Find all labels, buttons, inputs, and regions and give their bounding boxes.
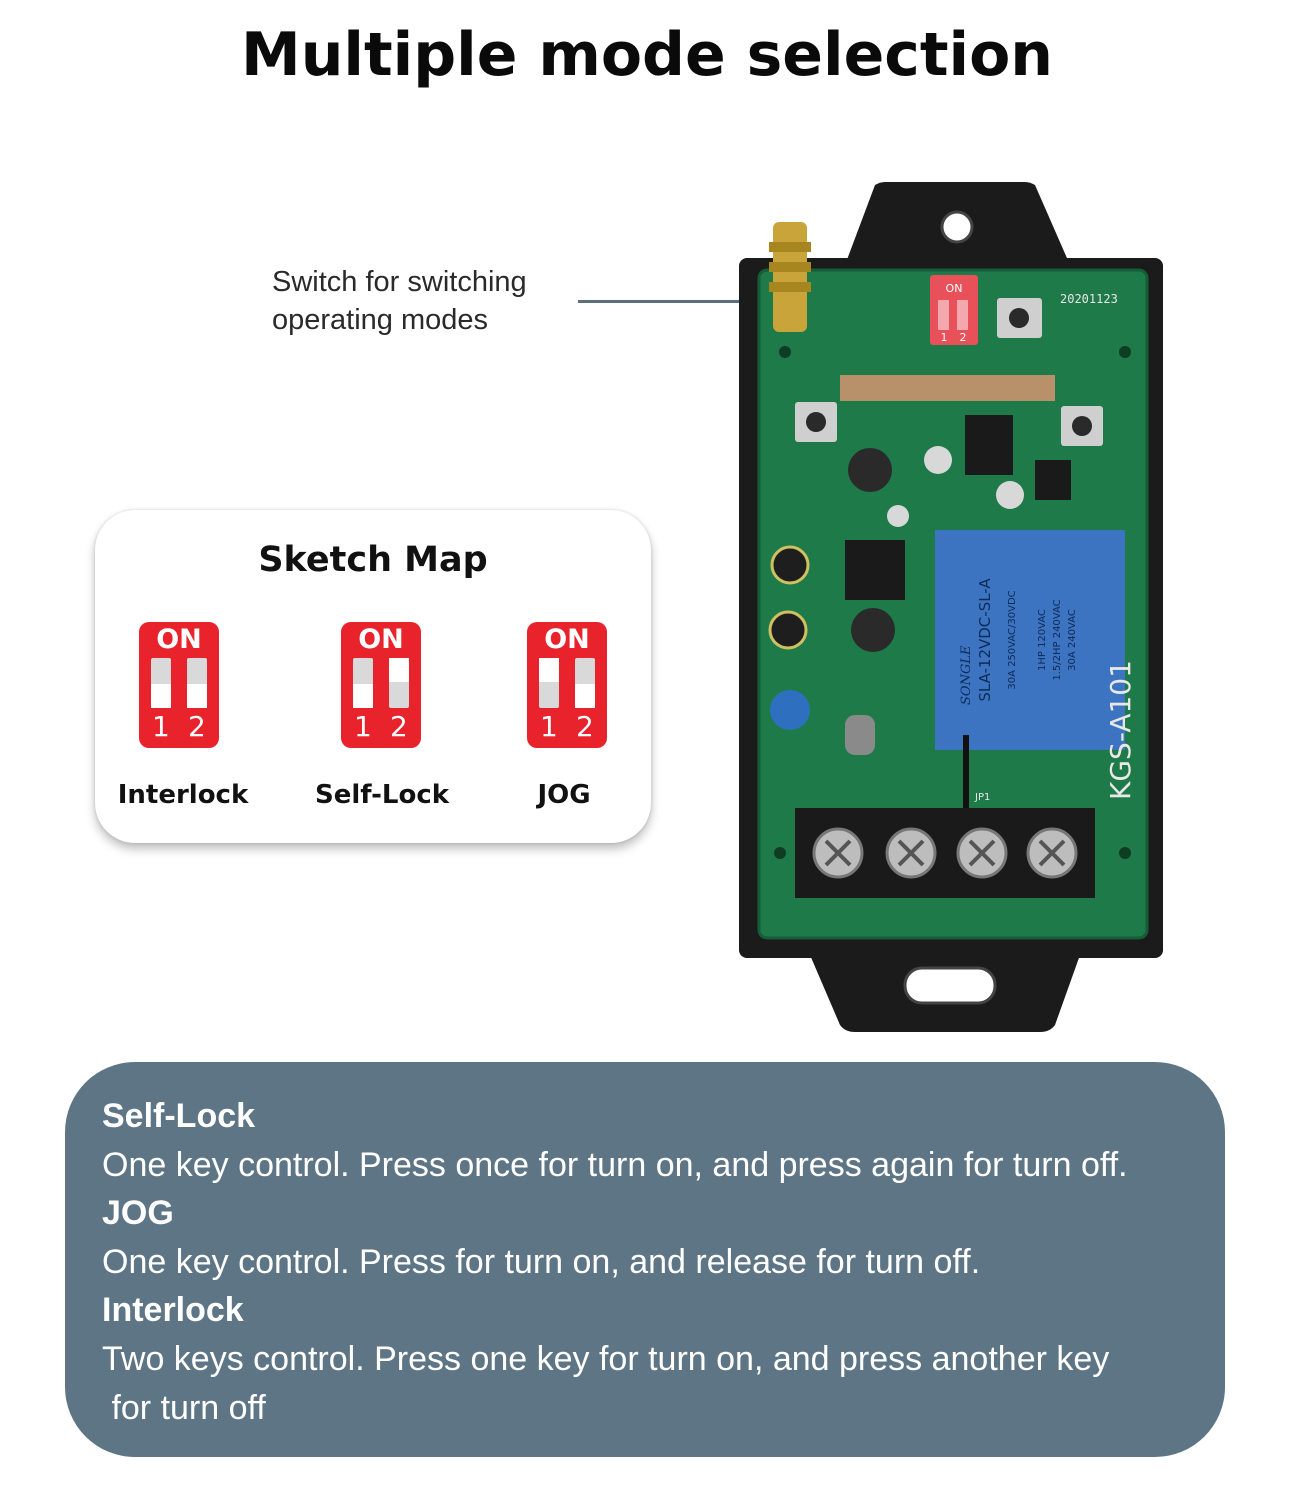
switch-label-jog: JOG	[537, 780, 591, 810]
mode-description-text: Self-Lock One key control. Press once fo…	[102, 1092, 1222, 1432]
dip-on-label: ON	[544, 624, 590, 655]
top-mounting-hole	[940, 210, 974, 244]
dip-switch-jog: ON 1 2	[527, 622, 607, 748]
ntc	[845, 715, 875, 755]
relay-rating-2: 1HP 120VAC	[1037, 609, 1048, 671]
rf-module	[840, 375, 1055, 401]
terminal-screws	[812, 827, 1078, 879]
callout-text: Switch for switching operating modes	[272, 263, 527, 339]
switch-label-interlock: Interlock	[117, 780, 249, 810]
dip-switch-interlock: ON 1 2	[139, 622, 219, 748]
capacitor	[768, 610, 808, 650]
callout-line-1: Switch for switching	[272, 266, 527, 298]
mode-desc-jog: One key control. Press for turn on, and …	[102, 1242, 981, 1281]
ic-chip	[1035, 460, 1071, 500]
dip-on-text: ON	[946, 282, 963, 295]
varistor	[770, 690, 810, 730]
sketch-map-title: Sketch Map	[258, 540, 488, 580]
mode-desc-interlock-cont: for turn off	[102, 1388, 266, 1427]
switch-label-self-lock: Self-Lock	[314, 780, 450, 810]
dip-num-1: 1	[354, 710, 372, 743]
dip-on-label: ON	[156, 624, 202, 655]
dip-on-label: ON	[358, 624, 404, 655]
dip-knob-2	[187, 684, 207, 708]
mode-desc-interlock: Two keys control. Press one key for turn…	[102, 1339, 1110, 1378]
capacitor	[924, 446, 952, 474]
ic-chip	[845, 540, 905, 600]
dip-num-2: 2	[390, 710, 408, 743]
dip-knob-2	[575, 684, 595, 708]
bottom-mounting-slot	[903, 966, 997, 1005]
dip-num-1: 1	[941, 331, 948, 344]
capacitor	[887, 505, 909, 527]
dip-num-1: 1	[540, 710, 558, 743]
dip-knob-1	[151, 684, 171, 708]
mode-heading-jog: JOG	[102, 1194, 174, 1233]
antenna-connector	[773, 222, 807, 332]
relay: SLA-12VDC-SL-A 30A 250VAC/30VDC 1HP 120V…	[935, 530, 1125, 750]
model-label: KGS-A101	[1104, 660, 1137, 800]
dip-num-2: 2	[188, 710, 206, 743]
page-title: Multiple mode selection	[240, 20, 1054, 90]
relay-rating-1: 30A 250VAC/30VDC	[1007, 590, 1018, 689]
capacitor	[851, 608, 895, 652]
dip-num-2: 2	[960, 331, 967, 344]
mode-heading-interlock: Interlock	[102, 1291, 244, 1330]
capacitor	[770, 545, 810, 585]
dip-knob-1	[353, 684, 373, 708]
relay-brand: SONGLE	[959, 645, 974, 705]
relay-rating-3: 1.5/2HP 240VAC	[1052, 599, 1063, 680]
mode-description-panel	[65, 1062, 1225, 1457]
terminal-label: JP1	[974, 792, 990, 803]
mode-heading-self-lock: Self-Lock	[102, 1097, 256, 1135]
dip-knob-1	[539, 658, 559, 682]
capacitor	[848, 448, 892, 492]
callout-line-2: operating modes	[272, 304, 489, 336]
dip-num-1: 1	[152, 710, 170, 743]
dip-switch-self-lock: ON 1 2	[341, 622, 421, 748]
capacitor	[996, 481, 1024, 509]
relay-rating-4: 30A 240VAC	[1067, 609, 1078, 671]
ic-chip	[965, 415, 1013, 475]
mode-desc-self-lock: One key control. Press once for turn on,…	[102, 1145, 1128, 1184]
date-code: 20201123	[1060, 292, 1118, 306]
dip-knob-2	[389, 658, 409, 682]
dip-num-2: 2	[576, 710, 594, 743]
relay-module-image: ON 1 2 20201123 SLA-12VDC-SL-A 30A 250VA…	[739, 182, 1163, 1032]
relay-model: SLA-12VDC-SL-A	[976, 578, 994, 702]
